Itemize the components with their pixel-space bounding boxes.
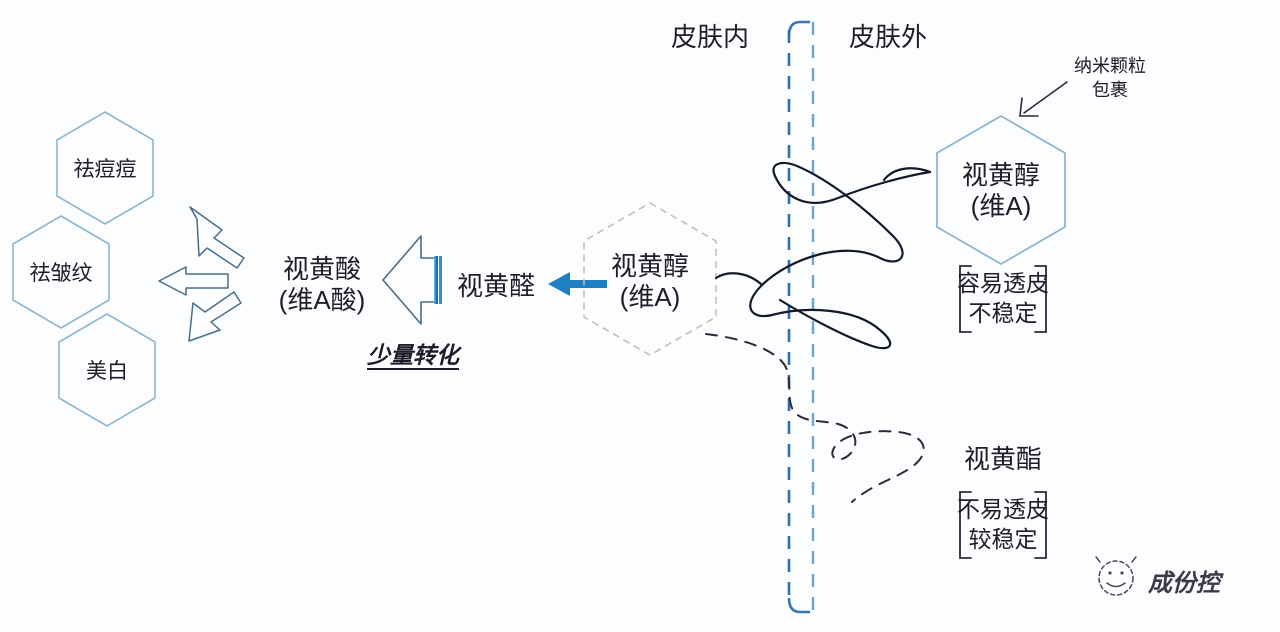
node-retinol-outside-line1: 视黄醇: [961, 160, 1040, 190]
retinol-props-bracket: [959, 265, 1047, 333]
zone-label-inside-skin: 皮肤内: [670, 22, 749, 52]
arrow-to-acne: [189, 206, 245, 269]
node-retinol-inside-line2: (维A): [619, 282, 681, 312]
hexagon-retinol-outside: [936, 114, 1066, 266]
nano-pointer-arrow: [1019, 81, 1068, 117]
hexagon-label-acne: 祛痘痘: [73, 158, 137, 181]
zone-label-outside-skin: 皮肤外: [848, 22, 927, 52]
smiley-circle-icon: [1095, 556, 1137, 596]
annotation-retinol-prop-line1: 容易透皮: [957, 270, 1049, 296]
hexagon-wrinkle: [12, 215, 110, 329]
node-retinyl-ester-label: 视黄酯: [963, 444, 1042, 474]
skin-barrier: [787, 20, 810, 614]
watermark-text: 成份控: [1148, 570, 1220, 597]
arrow-to-whiten: [188, 291, 242, 342]
conversion-arrow-large: [382, 235, 442, 325]
arrow-to-wrinkle: [158, 266, 229, 296]
node-retinol-inside-line1: 视黄醇: [610, 251, 689, 281]
annotation-nano-line2: 包裹: [1092, 80, 1128, 100]
node-retinoic-acid-line2: (维A酸): [278, 285, 366, 315]
hexagon-label-wrinkle: 祛皱纹: [29, 262, 93, 285]
node-retinoic-acid-line1: 视黄酸: [282, 254, 361, 284]
hexagon-whiten: [58, 313, 156, 427]
annotation-nano-line1: 纳米颗粒: [1074, 56, 1146, 76]
arrow-retinol-to-retinal: [548, 272, 607, 296]
hexagon-label-whiten: 美白: [86, 360, 128, 383]
benefit-hexagons: [12, 111, 156, 427]
ester-blocked-path: [705, 333, 925, 503]
retinol-penetration-path: [714, 161, 932, 350]
benefit-arrows: [158, 206, 245, 342]
node-retinal-label: 视黄醛: [456, 271, 535, 301]
annotation-ester-prop-line2: 较稳定: [968, 526, 1038, 552]
hexagon-acne: [56, 111, 154, 225]
annotation-small-conversion: 少量转化: [367, 342, 459, 368]
ester-props-bracket: [959, 491, 1047, 559]
annotation-retinol-prop-line2: 不稳定: [968, 300, 1038, 326]
hexagon-retinol-inside: [583, 202, 717, 356]
node-retinol-outside-line2: (维A): [970, 191, 1032, 221]
annotation-ester-prop-line1: 不易透皮: [957, 496, 1049, 522]
